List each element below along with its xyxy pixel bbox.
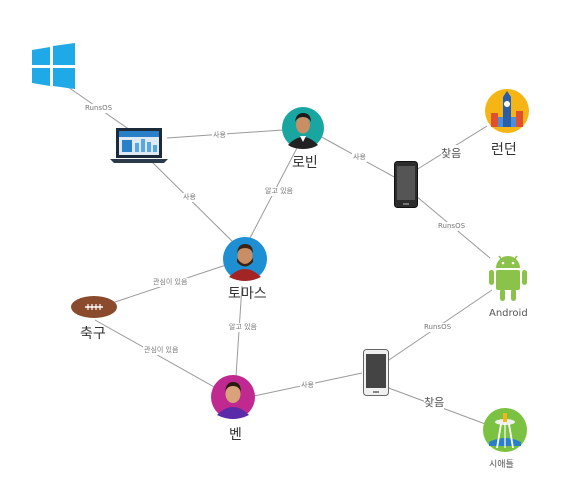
edge-label-interested: 관심이 있음 xyxy=(143,346,180,355)
edge-label-runsos: RunsOS xyxy=(423,323,453,332)
edge-label-use: 사용 xyxy=(300,381,315,390)
node-phone-robin[interactable] xyxy=(394,161,418,213)
node-laptop[interactable] xyxy=(110,127,170,169)
laptop-icon xyxy=(110,128,168,163)
edge-label-finds: 찾음 xyxy=(424,394,445,410)
node-football[interactable] xyxy=(70,295,118,323)
person-avatar-icon xyxy=(211,375,255,419)
edge-label-knows: 알고 있음 xyxy=(228,323,258,332)
node-label-thomas: 토마스 xyxy=(228,286,267,302)
edge-laptop-thomas xyxy=(149,159,237,246)
person-avatar-icon xyxy=(223,237,267,281)
smartphone-icon xyxy=(394,161,418,208)
node-label-football: 축구 xyxy=(80,326,106,342)
node-label-robin: 로빈 xyxy=(292,155,318,171)
node-label-ben: 벤 xyxy=(229,427,242,443)
node-phone-ben[interactable] xyxy=(363,349,389,401)
node-london[interactable] xyxy=(485,89,529,137)
edge-label-runsos: RunsOS xyxy=(437,222,467,231)
node-robin[interactable] xyxy=(282,107,324,153)
edge-label-knows: 알고 있음 xyxy=(264,187,294,196)
smartphone-icon xyxy=(363,349,389,396)
edge-label-use: 사용 xyxy=(212,131,227,140)
person-avatar-icon xyxy=(282,107,324,149)
node-android[interactable] xyxy=(486,252,530,308)
edge-label-use: 사용 xyxy=(352,153,367,162)
android-robot-icon xyxy=(489,255,527,301)
node-label-android: Android xyxy=(489,308,528,319)
node-seattle[interactable] xyxy=(483,408,527,456)
edge-label-runsos: RunsOS xyxy=(84,104,114,113)
edge-label-interested: 관심이 있음 xyxy=(152,278,189,287)
edge-label-use: 사용 xyxy=(182,193,197,202)
node-windows[interactable] xyxy=(30,43,76,93)
edge-label-finds: 찾음 xyxy=(441,145,462,161)
node-ben[interactable] xyxy=(211,375,255,423)
football-icon xyxy=(71,296,117,318)
space-needle-icon xyxy=(483,408,527,452)
node-label-seattle: 시애틀 xyxy=(489,460,514,470)
node-thomas[interactable] xyxy=(223,237,267,285)
node-label-london: 런던 xyxy=(491,142,517,158)
big-ben-icon xyxy=(485,89,529,133)
windows-logo-icon xyxy=(32,43,75,89)
